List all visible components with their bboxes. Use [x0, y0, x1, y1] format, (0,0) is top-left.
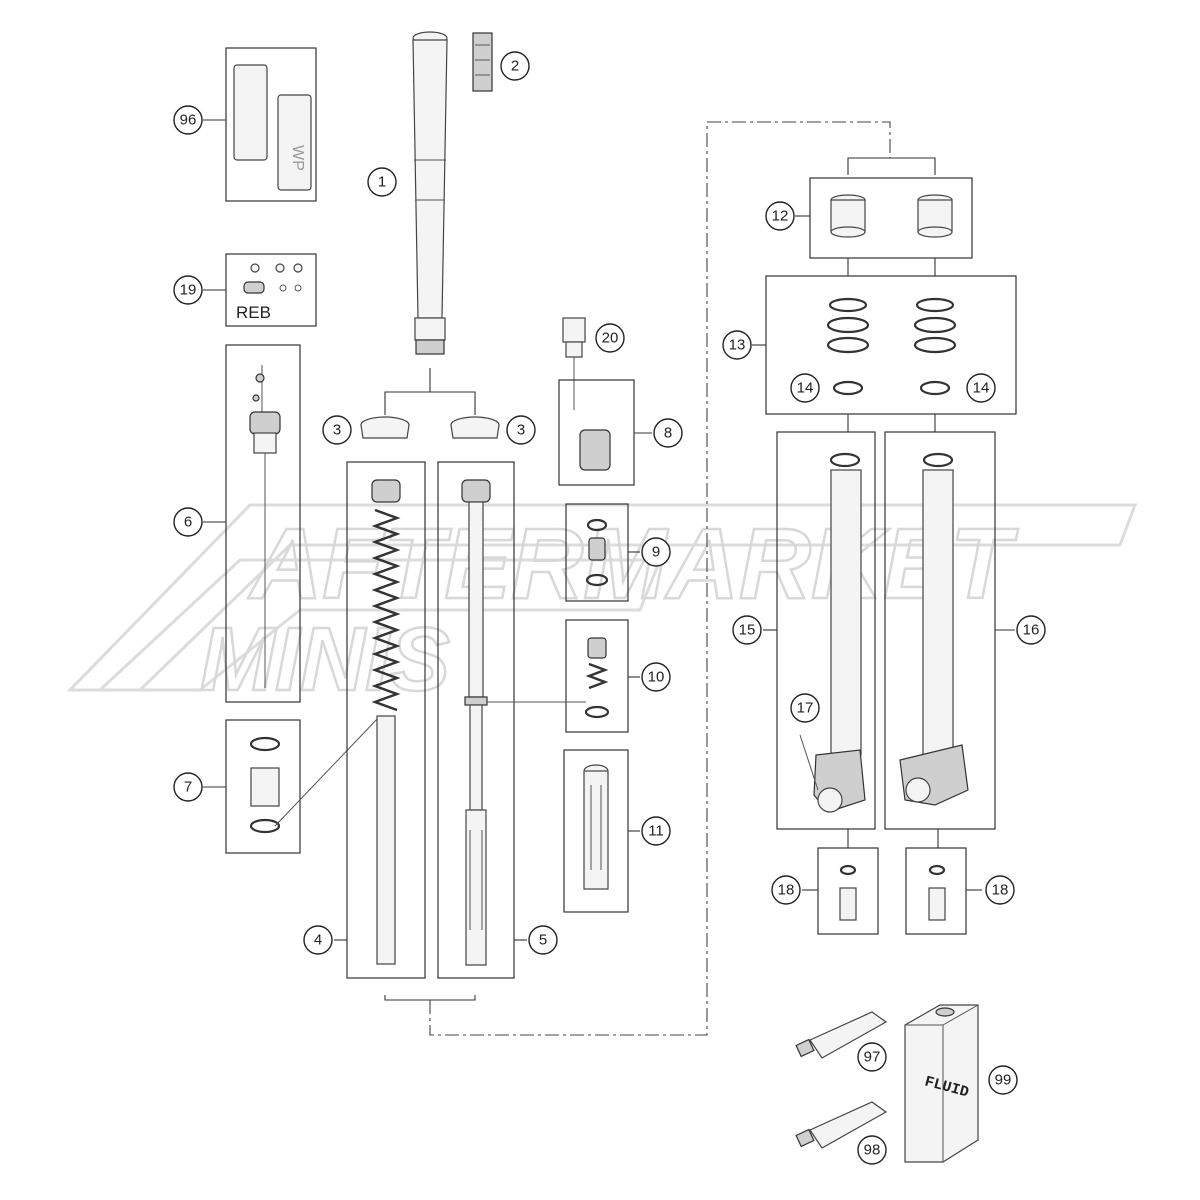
- box-5: [437, 461, 515, 979]
- svg-text:15: 15: [739, 622, 756, 639]
- bracket-4-5-bottom: [384, 995, 476, 1001]
- air-valve: [562, 317, 586, 410]
- reb-clicker: [243, 281, 265, 294]
- fork-cap-left: [360, 416, 410, 439]
- callout-9: 9: [641, 537, 671, 567]
- svg-text:9: 9: [652, 544, 660, 561]
- sleeve-right: [277, 94, 312, 191]
- callout-16: 16: [1016, 615, 1046, 645]
- bushing-left: [830, 194, 866, 238]
- svg-text:20: 20: [602, 330, 619, 347]
- callout-8: 8: [653, 418, 683, 448]
- outer-tube: [412, 31, 448, 355]
- seal-kit-right: [913, 297, 957, 396]
- svg-text:1: 1: [378, 174, 386, 191]
- callout-12: 12: [765, 201, 795, 231]
- svg-text:99: 99: [995, 1072, 1012, 1089]
- svg-text:WP: WP: [289, 145, 306, 171]
- box-4: [346, 461, 426, 979]
- bracket-3-top: [384, 368, 476, 415]
- callout-10: 10: [641, 662, 671, 692]
- box-18-right: [905, 847, 967, 935]
- callout-20: 20: [595, 323, 625, 353]
- svg-text:98: 98: [864, 1142, 881, 1159]
- callout-18-right: 18: [985, 875, 1015, 905]
- fluid-can: FLUID: [904, 1004, 979, 1163]
- bushing-right: [917, 194, 953, 238]
- bracket-12-top: [847, 157, 936, 175]
- svg-text:3: 3: [517, 422, 525, 439]
- watermark-line2: MINIS: [200, 610, 450, 710]
- callout-15: 15: [732, 615, 762, 645]
- grease-tube-97: [795, 1011, 888, 1059]
- box-18-left: [817, 847, 879, 935]
- callout-14-right: 14: [966, 373, 996, 403]
- svg-text:96: 96: [180, 112, 197, 129]
- svg-text:14: 14: [797, 380, 814, 397]
- callout-19: 19: [173, 275, 203, 305]
- callout-11: 11: [641, 816, 671, 846]
- svg-text:13: 13: [729, 337, 746, 354]
- callout-7: 7: [173, 772, 203, 802]
- svg-text:97: 97: [864, 1049, 881, 1066]
- sleeve-left: [233, 64, 268, 161]
- svg-text:12: 12: [772, 208, 789, 225]
- svg-text:11: 11: [648, 823, 664, 840]
- callout-17: 17: [790, 693, 820, 723]
- svg-text:4: 4: [314, 932, 322, 949]
- svg-text:18: 18: [778, 882, 795, 899]
- callout-18-left: 18: [771, 875, 801, 905]
- callout-6: 6: [173, 507, 203, 537]
- callout-3-right: 3: [506, 415, 536, 445]
- svg-text:7: 7: [184, 779, 192, 796]
- callout-1: 1: [367, 167, 397, 197]
- svg-text:2: 2: [511, 58, 519, 75]
- callout-2: 2: [500, 51, 530, 81]
- callout-97: 97: [857, 1042, 887, 1072]
- svg-text:19: 19: [180, 282, 197, 299]
- callout-98: 98: [857, 1135, 887, 1165]
- svg-text:3: 3: [333, 422, 341, 439]
- callout-3-left: 3: [322, 415, 352, 445]
- svg-text:8: 8: [664, 425, 672, 442]
- svg-text:14: 14: [973, 380, 990, 397]
- seal-kit-left: [826, 297, 870, 396]
- callout-13: 13: [722, 330, 752, 360]
- box-12: [809, 177, 973, 259]
- watermark-logo: AFTERMARKET MINIS: [66, 503, 1138, 711]
- grease-tube-98: [795, 1101, 888, 1149]
- callout-5: 5: [528, 925, 558, 955]
- box-96: [225, 47, 317, 202]
- dashed-group-frame: [429, 121, 891, 1036]
- spring: [371, 508, 401, 712]
- callout-14-left: 14: [790, 373, 820, 403]
- decal-sticker: [472, 32, 493, 92]
- callout-96: 96: [173, 105, 203, 135]
- svg-text:5: 5: [539, 932, 547, 949]
- svg-text:18: 18: [992, 882, 1009, 899]
- svg-text:17: 17: [797, 700, 814, 717]
- reb-label: REB: [236, 303, 271, 322]
- watermark-line1: AFTERMARKET: [247, 508, 1019, 620]
- callout-4: 4: [303, 925, 333, 955]
- box-6: [225, 344, 301, 703]
- box-10: [565, 619, 629, 733]
- svg-text:10: 10: [648, 669, 665, 686]
- callout-99: 99: [988, 1065, 1018, 1095]
- svg-text:6: 6: [184, 514, 192, 531]
- fork-cap-right: [450, 416, 500, 439]
- svg-text:16: 16: [1023, 622, 1040, 639]
